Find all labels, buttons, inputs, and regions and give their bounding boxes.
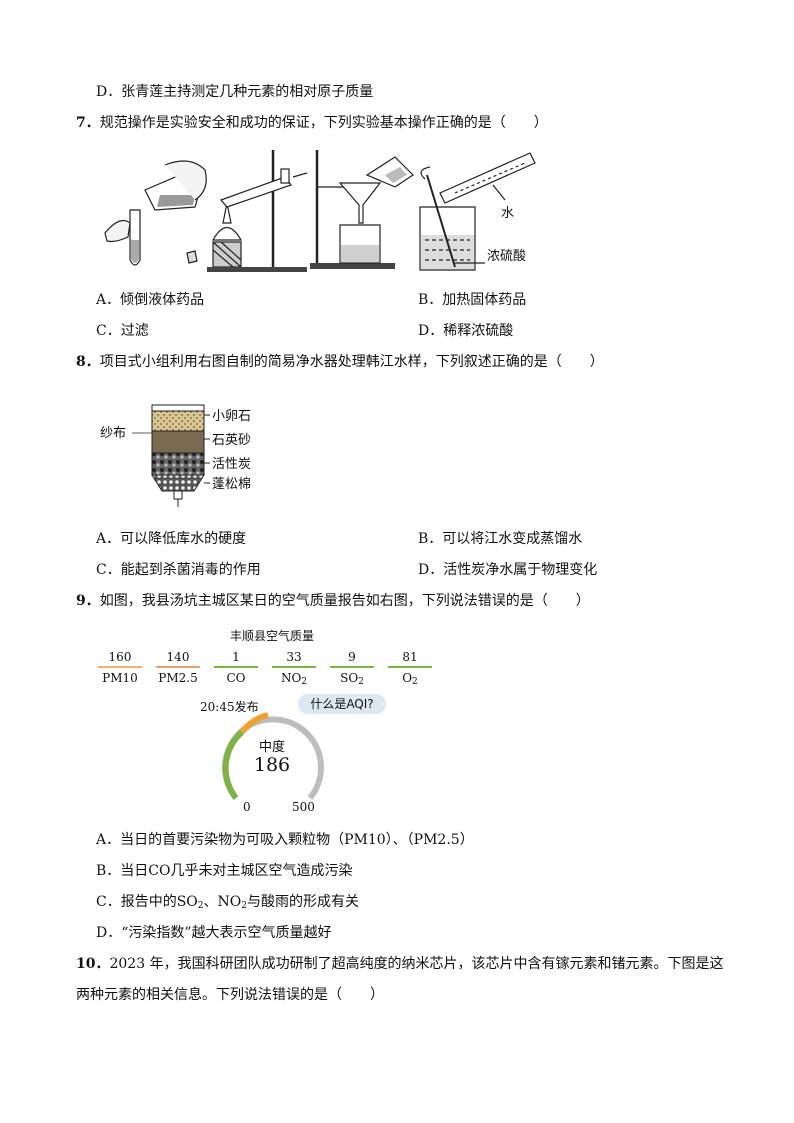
gauge-orange-segment [239, 712, 269, 734]
sand-label: 石英砂 [212, 433, 251, 448]
o2-name: O2 [402, 671, 418, 687]
q7-number: 7． [76, 115, 100, 131]
pollutant-no2: 33 NO2 [272, 650, 316, 689]
pollutant-o2: 81 O2 [388, 650, 432, 689]
heating-solid-illustration [207, 150, 308, 272]
o2-bar [388, 666, 432, 668]
publish-time: 20:45发布 [200, 700, 259, 714]
air-report-title: 丰顺县空气质量 [230, 629, 315, 643]
water-label: 水 [501, 206, 514, 221]
q7-text: 规范操作是实验安全和成功的保证，下列实验基本操作正确的是（ ） [99, 115, 548, 131]
co-value: 1 [232, 650, 240, 664]
carbon-label: 活性炭 [212, 457, 251, 472]
q8-option-a: A．可以降低库水的硬度 [96, 531, 247, 547]
pm10-bar [98, 666, 142, 668]
q8-stem: 8．项目式小组利用右图自制的简易净水器处理韩江水样，下列叙述正确的是（ ） [76, 352, 604, 372]
so2-name: SO2 [340, 671, 364, 687]
q10-number: 10． [76, 956, 110, 972]
q9-text: 如图，我县汤坑主城区某日的空气质量报告如右图，下列说法错误的是（ ） [99, 593, 590, 609]
q9-stem: 9．如图，我县汤坑主城区某日的空气质量报告如右图，下列说法错误的是（ ） [76, 591, 590, 611]
o2-value: 81 [402, 650, 418, 664]
q8-option-b: B．可以将江水变成蒸馏水 [418, 531, 583, 547]
pm10-name: PM10 [102, 671, 138, 685]
pollutant-pm10: 160 PM10 [98, 650, 142, 685]
q7-option-b: B．加热固体药品 [418, 292, 527, 308]
co-bar [214, 666, 258, 668]
q9-option-d: D．“污染指数”越大表示空气质量越好 [96, 925, 332, 941]
gauge-green-segment [222, 729, 245, 800]
what-is-aqi-button[interactable]: 什么是AQI? [298, 694, 386, 714]
q7-option-c: C．过滤 [96, 323, 149, 339]
no2-bar [272, 666, 316, 668]
acid-label: 浓硫酸 [487, 249, 526, 264]
q7-experiment-figure: 水 浓硫酸 [104, 150, 536, 272]
gauze-label: 纱布 [100, 426, 126, 441]
pm10-value: 160 [108, 650, 132, 664]
co-name: CO [226, 671, 246, 685]
q8-water-purifier-figure: 纱布 小卵石 石英砂 活性炭 蓬松棉 [100, 404, 251, 507]
q9-option-c: C．报告中的SO2、NO2与酸雨的形成有关 [96, 894, 359, 911]
filtering-illustration [310, 150, 414, 269]
q9-option-a: A．当日的首要污染物为可吸入颗粒物（PM10）、（PM2.5） [96, 832, 474, 848]
pollutant-so2: 9 SO2 [330, 650, 374, 689]
pm25-name: PM2.5 [158, 671, 198, 685]
no2-value: 33 [286, 650, 302, 664]
diluting-acid-illustration [419, 152, 536, 271]
aqi-level: 中度 [258, 740, 285, 755]
q9-number: 9． [76, 593, 100, 609]
q9-option-b: B．当日CO几乎未对主城区空气造成污染 [96, 863, 353, 879]
q7-option-d: D．稀释浓硫酸 [418, 323, 514, 339]
q10-stem-line2: 两种元素的相关信息。下列说法错误的是（ ） [76, 987, 384, 1003]
aqi-value: 186 [253, 754, 291, 776]
gauge-max: 500 [292, 800, 315, 814]
q10-text-1: 2023 年，我国科研团队成功研制了超高纯度的纳米芯片，该芯片中含有镓元素和锗元… [109, 956, 724, 972]
q8-number: 8． [76, 354, 100, 370]
q8-option-d: D．活性炭净水属于物理变化 [418, 562, 598, 578]
q10-stem-line1: 10．2023 年，我国科研团队成功研制了超高纯度的纳米芯片，该芯片中含有镓元素… [76, 954, 724, 974]
q8-text: 项目式小组利用右图自制的简易净水器处理韩江水样，下列叙述正确的是（ ） [99, 354, 604, 370]
pm25-bar [156, 666, 200, 668]
q7-stem: 7．规范操作是实验安全和成功的保证，下列实验基本操作正确的是（ ） [76, 113, 548, 133]
pollutant-co: 1 CO [214, 650, 258, 685]
pm25-value: 140 [166, 650, 190, 664]
no2-name: NO2 [280, 671, 308, 687]
so2-value: 9 [348, 650, 356, 664]
cotton-label: 蓬松棉 [212, 477, 251, 492]
pouring-liquid-illustration [104, 160, 207, 266]
q8-option-c: C．能起到杀菌消毒的作用 [96, 562, 261, 578]
q6-option-d: D．张青莲主持测定几种元素的相对原子质量 [96, 84, 374, 100]
so2-bar [330, 666, 374, 668]
pollutant-pm25: 140 PM2.5 [156, 650, 200, 685]
gauge-min: 0 [243, 800, 251, 814]
aqi-gauge [222, 712, 324, 800]
q7-option-a: A．倾倒液体药品 [96, 292, 205, 308]
pebble-label: 小卵石 [212, 409, 251, 424]
